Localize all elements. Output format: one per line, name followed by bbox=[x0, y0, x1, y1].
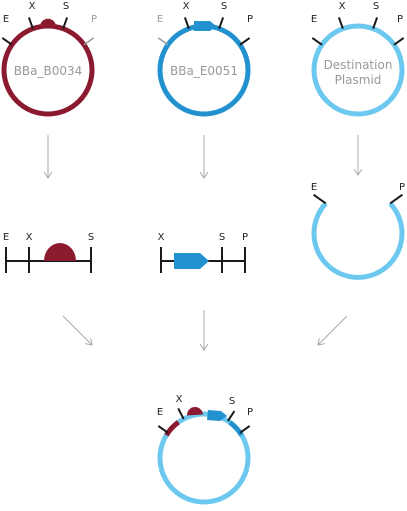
ecori-site-tick bbox=[311, 37, 323, 46]
plasmid-destination-name-line2: Plasmid bbox=[335, 73, 382, 87]
arrow-backbone-to-product bbox=[318, 315, 348, 345]
xbai-site-label: X bbox=[29, 1, 36, 12]
psti-site-label: P bbox=[247, 407, 253, 418]
spei-site-tick bbox=[227, 410, 236, 422]
psti-site-label: P bbox=[397, 14, 403, 25]
psti-site-label: P bbox=[247, 14, 253, 25]
psti-site-tick bbox=[83, 37, 95, 46]
psti-site-tick bbox=[239, 425, 251, 434]
psti-site-tick bbox=[239, 37, 251, 46]
rbs-part-icon bbox=[40, 18, 56, 27]
spei-site-tick bbox=[62, 17, 69, 30]
xbai-site-tick bbox=[183, 17, 190, 30]
spei-site-tick bbox=[218, 17, 225, 30]
xbai-site-label: X bbox=[158, 232, 165, 243]
plasmid-e0051: E X S P BBa_E0051 bbox=[157, 1, 253, 117]
xbai-site-tick bbox=[27, 17, 34, 30]
e0051-fragment: X S P bbox=[158, 232, 248, 273]
plasmid-e0051-name: BBa_E0051 bbox=[170, 64, 238, 78]
ecori-site-label: E bbox=[311, 182, 317, 193]
xbai-site-label: X bbox=[26, 232, 33, 243]
ecori-site-tick bbox=[157, 425, 169, 434]
ecori-site-label: E bbox=[311, 14, 317, 25]
spei-site-label: S bbox=[88, 232, 94, 243]
psti-site-label: P bbox=[399, 182, 405, 193]
plasmid-b0034: E X S P BBa_B0034 bbox=[1, 1, 97, 117]
cds-part-icon bbox=[194, 21, 216, 31]
b0034-fragment: E X S bbox=[3, 232, 94, 273]
ecori-site-label: E bbox=[157, 407, 163, 418]
plasmid-destination: E X S P Destination Plasmid bbox=[311, 1, 405, 117]
psti-site-label: P bbox=[91, 14, 97, 25]
xbai-site-label: X bbox=[339, 1, 346, 12]
spei-site-label: S bbox=[221, 1, 227, 12]
ecori-site-label: E bbox=[3, 232, 9, 243]
product-plasmid-ring bbox=[157, 411, 251, 505]
product-e0051-segment bbox=[228, 420, 244, 437]
xbai-site-label: X bbox=[176, 394, 183, 405]
spei-site-label: S bbox=[373, 1, 379, 12]
ecori-site-tick bbox=[157, 37, 169, 46]
ecori-site-label: E bbox=[157, 14, 163, 25]
destination-backbone: E P bbox=[311, 182, 405, 280]
psti-site-tick bbox=[393, 37, 405, 46]
spei-site-tick bbox=[372, 17, 379, 30]
ecori-site-label: E bbox=[3, 14, 9, 25]
rbs-part-icon bbox=[44, 243, 76, 261]
spei-site-label: S bbox=[63, 1, 69, 12]
spei-site-label: S bbox=[219, 232, 225, 243]
ecori-site-tick bbox=[1, 37, 13, 46]
arrow-b0034-to-product bbox=[62, 315, 92, 345]
product-plasmid: E X S P bbox=[157, 394, 253, 505]
rbs-part-icon bbox=[186, 406, 203, 416]
ecori-site-tick bbox=[313, 193, 327, 205]
cds-part-icon bbox=[174, 253, 209, 269]
plasmid-destination-ring bbox=[311, 23, 405, 117]
plasmid-destination-name-line1: Destination bbox=[324, 58, 393, 72]
psti-site-tick bbox=[389, 193, 403, 205]
xbai-site-label: X bbox=[183, 1, 190, 12]
psti-site-label: P bbox=[242, 232, 248, 243]
destination-backbone-arc bbox=[311, 201, 405, 280]
spei-site-label: S bbox=[229, 396, 235, 407]
xbai-scar-tick bbox=[177, 407, 185, 420]
cds-part-icon bbox=[207, 410, 227, 421]
plasmid-b0034-name: BBa_B0034 bbox=[14, 64, 83, 78]
xbai-site-tick bbox=[337, 17, 344, 30]
product-b0034-segment bbox=[164, 420, 180, 437]
